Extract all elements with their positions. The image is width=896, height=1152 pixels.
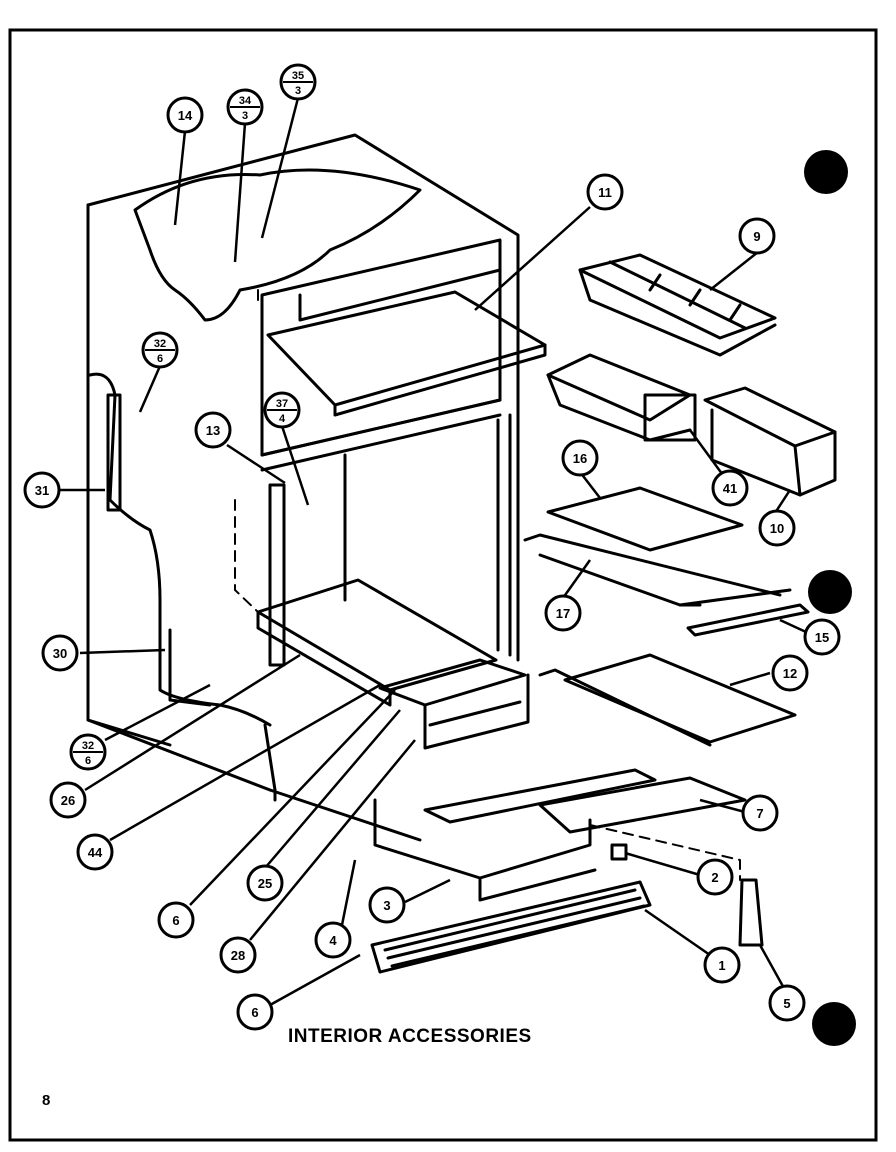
ice-tray bbox=[578, 253, 777, 357]
callout-label: 35 bbox=[292, 70, 304, 82]
side-wall-cutaway bbox=[88, 372, 272, 727]
callout-label: 7 bbox=[756, 806, 763, 821]
callout-9: 9 bbox=[738, 217, 776, 255]
fresh-food-compartment bbox=[343, 413, 512, 657]
callout-label: 31 bbox=[35, 483, 49, 498]
light-cover bbox=[610, 843, 628, 861]
callout-label: 6 bbox=[251, 1005, 258, 1020]
callout-6-low: 6 bbox=[236, 993, 274, 1031]
callout-6-mid: 6 bbox=[157, 901, 195, 939]
freezer-shelf bbox=[266, 290, 547, 417]
callout-44: 44 bbox=[76, 833, 114, 871]
callout-label: 15 bbox=[815, 630, 829, 645]
callout-label: 16 bbox=[573, 451, 587, 466]
page-border bbox=[8, 28, 878, 1142]
base-grille bbox=[370, 880, 652, 974]
callout-sub: 3 bbox=[242, 110, 248, 122]
callout-13: 13 bbox=[194, 411, 232, 449]
callout-label: 26 bbox=[61, 793, 75, 808]
binder-hole-bottom bbox=[812, 1002, 856, 1046]
binder-hole-middle bbox=[808, 570, 852, 614]
callout-12: 12 bbox=[771, 654, 809, 692]
freezer-compartment bbox=[260, 238, 502, 472]
callout-17: 17 bbox=[544, 594, 582, 632]
callout-11: 11 bbox=[586, 173, 624, 211]
callout-label: 11 bbox=[598, 185, 612, 200]
binder-hole-top bbox=[804, 150, 848, 194]
callout-1: 1 bbox=[703, 946, 741, 984]
callout-2: 2 bbox=[696, 858, 734, 896]
divider-bracket bbox=[268, 483, 286, 667]
callout-sub: 4 bbox=[279, 413, 286, 425]
callout-label: 37 bbox=[276, 398, 288, 410]
leader-lines bbox=[60, 97, 807, 1007]
ice-maker bbox=[546, 353, 697, 442]
callout-sub: 3 bbox=[295, 85, 301, 97]
callout-30: 30 bbox=[41, 634, 79, 672]
crisper-pan bbox=[378, 658, 530, 750]
assembly-guides bbox=[234, 289, 741, 881]
callout-3: 3 bbox=[368, 886, 406, 924]
callout-label: 25 bbox=[258, 876, 272, 891]
lower-panel bbox=[168, 628, 277, 802]
callout-28: 28 bbox=[219, 936, 257, 974]
callout-16: 16 bbox=[561, 439, 599, 477]
callout-37-4: 374 bbox=[263, 391, 301, 429]
crisper-cover bbox=[256, 578, 498, 707]
callout-label: 32 bbox=[154, 338, 166, 350]
callout-label: 28 bbox=[231, 948, 245, 963]
shelf-frame bbox=[523, 533, 792, 607]
callout-label: 10 bbox=[770, 521, 784, 536]
callout-10: 10 bbox=[758, 509, 796, 547]
callout-sub: 6 bbox=[157, 353, 163, 365]
callout-26: 26 bbox=[49, 781, 87, 819]
callout-label: 17 bbox=[556, 606, 570, 621]
page-number: 8 bbox=[42, 1092, 51, 1109]
callout-34-3: 343 bbox=[226, 88, 264, 126]
callout-32-6-lower: 326 bbox=[69, 733, 107, 771]
ice-bucket bbox=[703, 386, 837, 497]
callout-label: 34 bbox=[239, 95, 252, 107]
side-trim bbox=[106, 393, 122, 512]
callout-41: 41 bbox=[711, 469, 749, 507]
callout-label: 9 bbox=[753, 229, 760, 244]
callout-14: 14 bbox=[166, 96, 204, 134]
callout-label: 2 bbox=[711, 870, 718, 885]
callout-label: 32 bbox=[82, 740, 94, 752]
callout-25: 25 bbox=[246, 864, 284, 902]
shelf-insert bbox=[546, 486, 744, 552]
callout-7: 7 bbox=[741, 794, 779, 832]
callout-label: 44 bbox=[88, 845, 103, 860]
cabinet-outline bbox=[86, 133, 520, 842]
deflector bbox=[538, 776, 747, 834]
wire-shelf bbox=[538, 653, 797, 747]
callout-4: 4 bbox=[314, 921, 352, 959]
diagram-caption: INTERIOR ACCESSORIES bbox=[288, 1026, 532, 1047]
callout-label: 14 bbox=[178, 108, 193, 123]
callout-label: 30 bbox=[53, 646, 67, 661]
callout-31: 31 bbox=[23, 471, 61, 509]
callout-label: 4 bbox=[329, 933, 337, 948]
callout-label: 12 bbox=[783, 666, 797, 681]
callout-label: 1 bbox=[718, 958, 725, 973]
callout-35-3: 353 bbox=[279, 63, 317, 101]
callout-sub: 6 bbox=[85, 755, 91, 767]
callout-15: 15 bbox=[803, 618, 841, 656]
shelf-trim-strip bbox=[686, 603, 810, 637]
callout-label: 3 bbox=[383, 898, 390, 913]
callout-5: 5 bbox=[768, 984, 806, 1022]
cabinet-top-cutaway bbox=[133, 168, 422, 322]
callout-label: 6 bbox=[172, 913, 179, 928]
callout-label: 41 bbox=[723, 481, 737, 496]
meat-pan bbox=[373, 768, 657, 902]
callout-label: 13 bbox=[206, 423, 220, 438]
callout-label: 5 bbox=[783, 996, 790, 1011]
leveling-leg bbox=[738, 878, 764, 947]
callout-32-6-upper: 326 bbox=[141, 331, 179, 369]
